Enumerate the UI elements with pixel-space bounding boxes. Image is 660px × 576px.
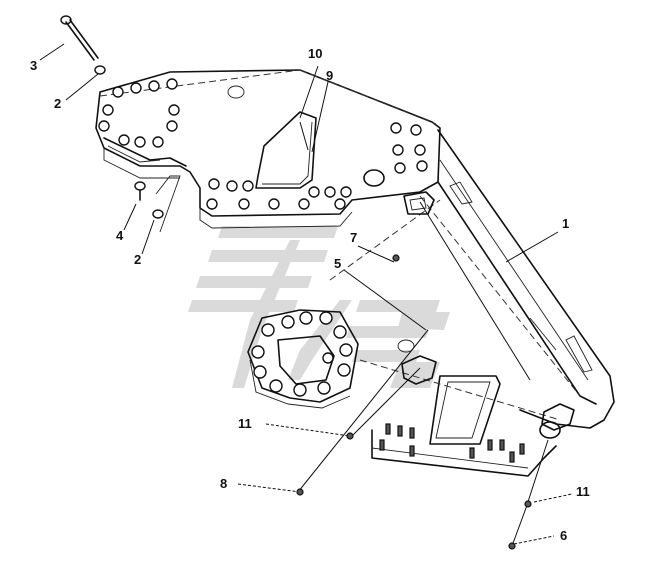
callout-labels: 1 2 2 3 4 5 6 7 8 9 10 11 11 bbox=[30, 46, 590, 543]
callout-4: 4 bbox=[116, 228, 124, 243]
callout-7: 7 bbox=[350, 230, 357, 245]
callout-6: 6 bbox=[560, 528, 567, 543]
watermark-logo bbox=[188, 226, 450, 388]
callout-9: 9 bbox=[326, 68, 333, 83]
callout-8: 8 bbox=[220, 476, 227, 491]
frame-top-plate bbox=[95, 69, 441, 229]
top-plate-bolt-holes bbox=[98, 78, 428, 210]
fasteners-left bbox=[60, 15, 181, 233]
lower-plate-studs bbox=[379, 423, 525, 463]
mount-pad bbox=[247, 309, 359, 409]
frame-side-beam bbox=[419, 129, 615, 429]
callout-11-right: 11 bbox=[576, 484, 590, 499]
leader-lines bbox=[39, 43, 573, 547]
small-parts bbox=[296, 254, 532, 550]
callout-2-lower: 2 bbox=[134, 252, 141, 267]
callout-2-upper: 2 bbox=[54, 96, 61, 111]
brackets bbox=[401, 191, 575, 431]
callout-11-left: 11 bbox=[238, 416, 252, 431]
callout-3: 3 bbox=[30, 58, 37, 73]
frame-bottom-plate bbox=[329, 199, 561, 477]
callout-10: 10 bbox=[308, 46, 322, 61]
callout-1: 1 bbox=[562, 216, 569, 231]
callout-5: 5 bbox=[334, 256, 341, 271]
